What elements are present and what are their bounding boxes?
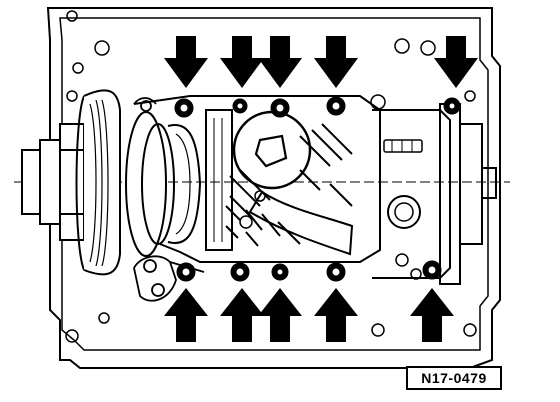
bolts-top [174, 96, 461, 118]
crankshaft-pulley [21, 89, 121, 276]
arrow-down-icon [220, 36, 264, 88]
bolt-icon [230, 262, 250, 282]
arrow-up-icon [220, 288, 264, 342]
bolt-icon [232, 98, 248, 114]
cover-plate [370, 94, 497, 285]
arrow-down-icon [434, 36, 478, 88]
bolt-icon [422, 260, 442, 280]
bolt-icon [326, 96, 346, 116]
arrow-down-icon [164, 36, 208, 88]
arrow-up-icon [410, 288, 454, 342]
arrows-down [164, 36, 478, 88]
sprocket [125, 111, 202, 257]
arrow-down-icon [314, 36, 358, 88]
arrows-up [164, 288, 454, 342]
bolt-icon [443, 97, 461, 115]
arrow-down-icon [258, 36, 302, 88]
bolt-icon [326, 262, 346, 282]
bolts-bottom [176, 260, 442, 282]
housing-holes [65, 10, 477, 343]
arrow-up-icon [164, 288, 208, 342]
oil-pump-body [133, 95, 381, 263]
housing-inner-outline [59, 17, 489, 351]
arrow-up-icon [314, 288, 358, 342]
bolt-icon [270, 98, 290, 118]
bolt-icon [176, 262, 196, 282]
bolt-icon [271, 263, 289, 281]
arrow-up-icon [258, 288, 302, 342]
reference-label: N17-0479 [406, 366, 502, 390]
bolt-icon [174, 98, 194, 118]
